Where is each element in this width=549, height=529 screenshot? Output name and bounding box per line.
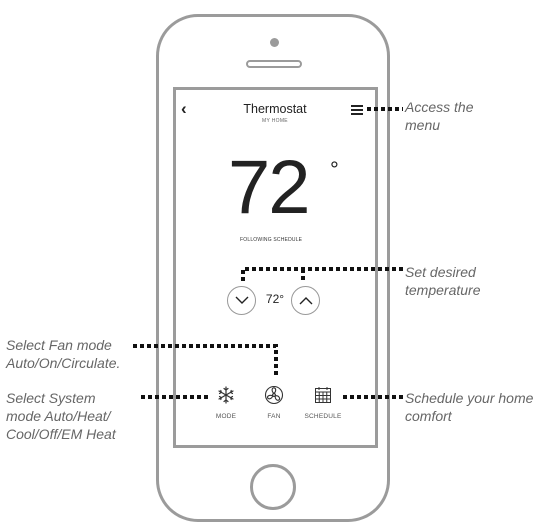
home-button[interactable] <box>250 464 296 510</box>
fan-annotation-line: Select Fan mode <box>6 337 112 353</box>
schedule-label: SCHEDULE <box>304 413 342 420</box>
system-annotation-line: mode Auto/Heat/ <box>6 408 111 424</box>
menu-annotation: Access the menu <box>405 98 473 134</box>
schedule-annotation: Schedule your home comfort <box>405 389 533 425</box>
temperature-leader <box>241 267 403 281</box>
schedule-annotation-line: comfort <box>405 408 452 424</box>
fan-button[interactable]: FAN <box>257 385 291 420</box>
system-annotation-line: Select System <box>6 390 96 406</box>
fan-annotation-line: Auto/On/Circulate. <box>6 355 121 371</box>
back-chevron-icon[interactable]: ‹ <box>181 99 187 118</box>
schedule-annotation-line: Schedule your home <box>405 390 534 406</box>
fan-label: FAN <box>267 413 281 420</box>
current-temperature: 72 <box>228 145 311 230</box>
camera-icon <box>270 38 279 47</box>
menu-icon[interactable] <box>351 105 363 116</box>
chevron-down-icon <box>235 296 249 304</box>
system-annotation-line: Cool/Off/EM Heat <box>6 426 116 442</box>
app-subtitle: MY HOME <box>262 118 288 124</box>
mode-label: MODE <box>215 413 237 420</box>
snowflake-icon <box>218 386 234 404</box>
schedule-status: FOLLOWING SCHEDULE <box>240 237 303 243</box>
fan-icon <box>264 385 284 405</box>
mode-button[interactable]: MODE <box>209 385 243 420</box>
temperature-annotation-line: Set desired <box>405 264 476 280</box>
system-annotation: Select System mode Auto/Heat/ Cool/Off/E… <box>6 389 116 443</box>
fan-annotation: Select Fan mode Auto/On/Circulate. <box>6 336 120 372</box>
temperature-annotation-line: temperature <box>405 282 481 298</box>
chevron-up-icon <box>299 297 313 305</box>
increase-temperature-button[interactable] <box>291 286 320 315</box>
decrease-temperature-button[interactable] <box>227 286 256 315</box>
app-title: Thermostat <box>243 102 307 116</box>
menu-annotation-line: Access the <box>405 99 474 115</box>
setpoint-value: 72° <box>265 292 285 306</box>
degree-symbol: ° <box>330 157 339 182</box>
schedule-button[interactable]: SCHEDULE <box>300 385 346 420</box>
menu-annotation-line: menu <box>405 117 441 133</box>
fan-leader <box>133 344 278 378</box>
calendar-icon <box>315 387 331 403</box>
speaker-grille <box>246 60 302 68</box>
temperature-annotation: Set desired temperature <box>405 263 480 299</box>
